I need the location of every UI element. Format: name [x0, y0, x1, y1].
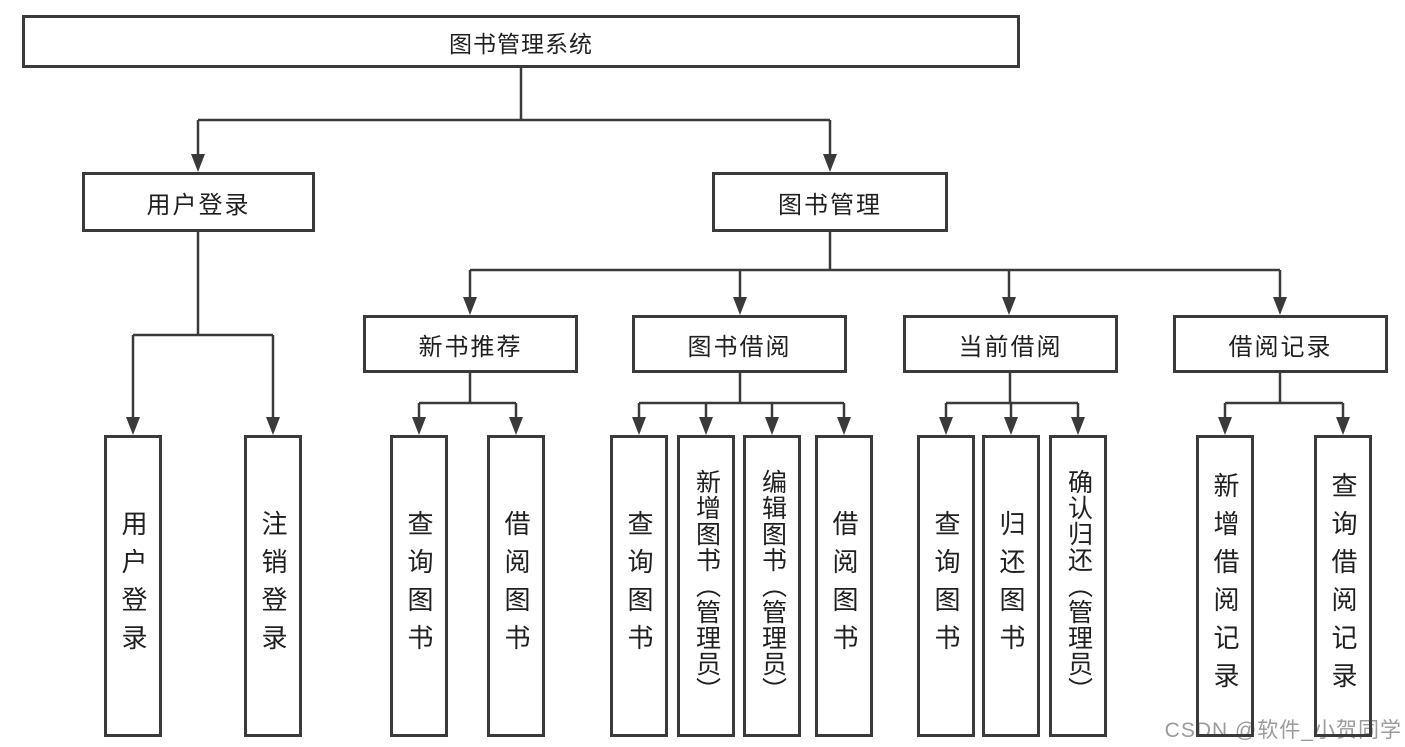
leaf-query-borrow-record: 查询借阅记录 [1314, 435, 1372, 737]
node-borrow-records-label: 借阅记录 [1228, 333, 1333, 361]
leaf-borrow-books-recommend: 借阅图书 [487, 435, 545, 737]
leaf-confirm-return-admin: 确认归还（管理员） [1049, 435, 1107, 737]
arrowhead [699, 417, 713, 435]
arrowhead [126, 417, 140, 435]
arrowhead [733, 297, 747, 315]
edge-bookmgmt-to-level3 [468, 232, 1282, 301]
node-user-login: 用户登录 [82, 172, 315, 232]
csdn-watermark: CSDN @软件_小贺同学 [1164, 719, 1402, 742]
leaf-logout: 注销登录 [244, 435, 302, 737]
node-new-book-recommend-label: 新书推荐 [418, 333, 523, 361]
arrowhead-group [126, 154, 1350, 435]
leaf-query-books-borrow: 查询图书 [610, 435, 668, 737]
node-book-management-label: 图书管理 [778, 191, 882, 219]
edge-borrowrecords-to-leaves [1223, 373, 1345, 421]
node-new-book-recommend: 新书推荐 [363, 315, 578, 373]
leaf-label: 借阅图书 [829, 510, 859, 662]
leaf-label: 确认归还（管理员） [1064, 469, 1093, 703]
leaf-label: 新增图书（管理员） [692, 469, 721, 703]
edge-root-to-level2 [196, 68, 832, 158]
edge-bookborrow-to-leaves [637, 373, 846, 421]
leaf-label: 查询图书 [404, 510, 434, 662]
node-current-borrow: 当前借阅 [903, 315, 1118, 373]
node-current-borrow-label: 当前借阅 [958, 333, 1063, 361]
arrowhead [509, 417, 523, 435]
leaf-query-books-recommend: 查询图书 [390, 435, 448, 737]
arrowhead [939, 417, 953, 435]
arrowhead [191, 154, 205, 172]
arrowhead [765, 417, 779, 435]
node-book-management: 图书管理 [712, 172, 948, 232]
leaf-label: 用户登录 [118, 510, 148, 662]
arrowhead [1071, 417, 1085, 435]
node-user-login-label: 用户登录 [146, 191, 251, 219]
arrowhead [1002, 297, 1016, 315]
edge-userlogin-to-leaves [131, 232, 275, 421]
node-root-label: 图书管理系统 [449, 30, 593, 57]
leaf-label: 借阅图书 [501, 510, 531, 662]
leaf-label: 查询图书 [624, 510, 654, 662]
arrowhead [1218, 417, 1232, 435]
leaf-add-books-admin: 新增图书（管理员） [677, 435, 735, 737]
leaf-label: 归还图书 [996, 510, 1026, 662]
edge-newbook-to-leaves [417, 373, 518, 421]
arrowhead [823, 154, 837, 172]
arrowhead [463, 297, 477, 315]
leaf-query-books-current: 查询图书 [917, 435, 975, 737]
leaf-label: 新增借阅记录 [1210, 472, 1240, 700]
arrowhead [1336, 417, 1350, 435]
arrowhead [266, 417, 280, 435]
leaf-borrow-books: 借阅图书 [815, 435, 873, 737]
arrowhead [1273, 297, 1287, 315]
node-borrow-records: 借阅记录 [1173, 315, 1388, 373]
node-root: 图书管理系统 [22, 15, 1020, 68]
edge-currentborrow-to-leaves [944, 373, 1080, 421]
leaf-label: 查询借阅记录 [1328, 472, 1358, 700]
leaf-add-borrow-record: 新增借阅记录 [1196, 435, 1254, 737]
leaf-edit-books-admin: 编辑图书（管理员） [743, 435, 801, 737]
arrowhead [632, 417, 646, 435]
leaf-label: 注销登录 [258, 510, 288, 662]
arrowhead [412, 417, 426, 435]
leaf-return-books: 归还图书 [982, 435, 1040, 737]
leaf-label: 查询图书 [931, 510, 961, 662]
connector-group [131, 68, 1345, 421]
leaf-label: 编辑图书（管理员） [758, 469, 787, 703]
leaf-user-login: 用户登录 [104, 435, 162, 737]
node-book-borrow: 图书借阅 [632, 315, 847, 373]
arrowhead [837, 417, 851, 435]
arrowhead [1004, 417, 1018, 435]
node-book-borrow-label: 图书借阅 [687, 333, 792, 361]
